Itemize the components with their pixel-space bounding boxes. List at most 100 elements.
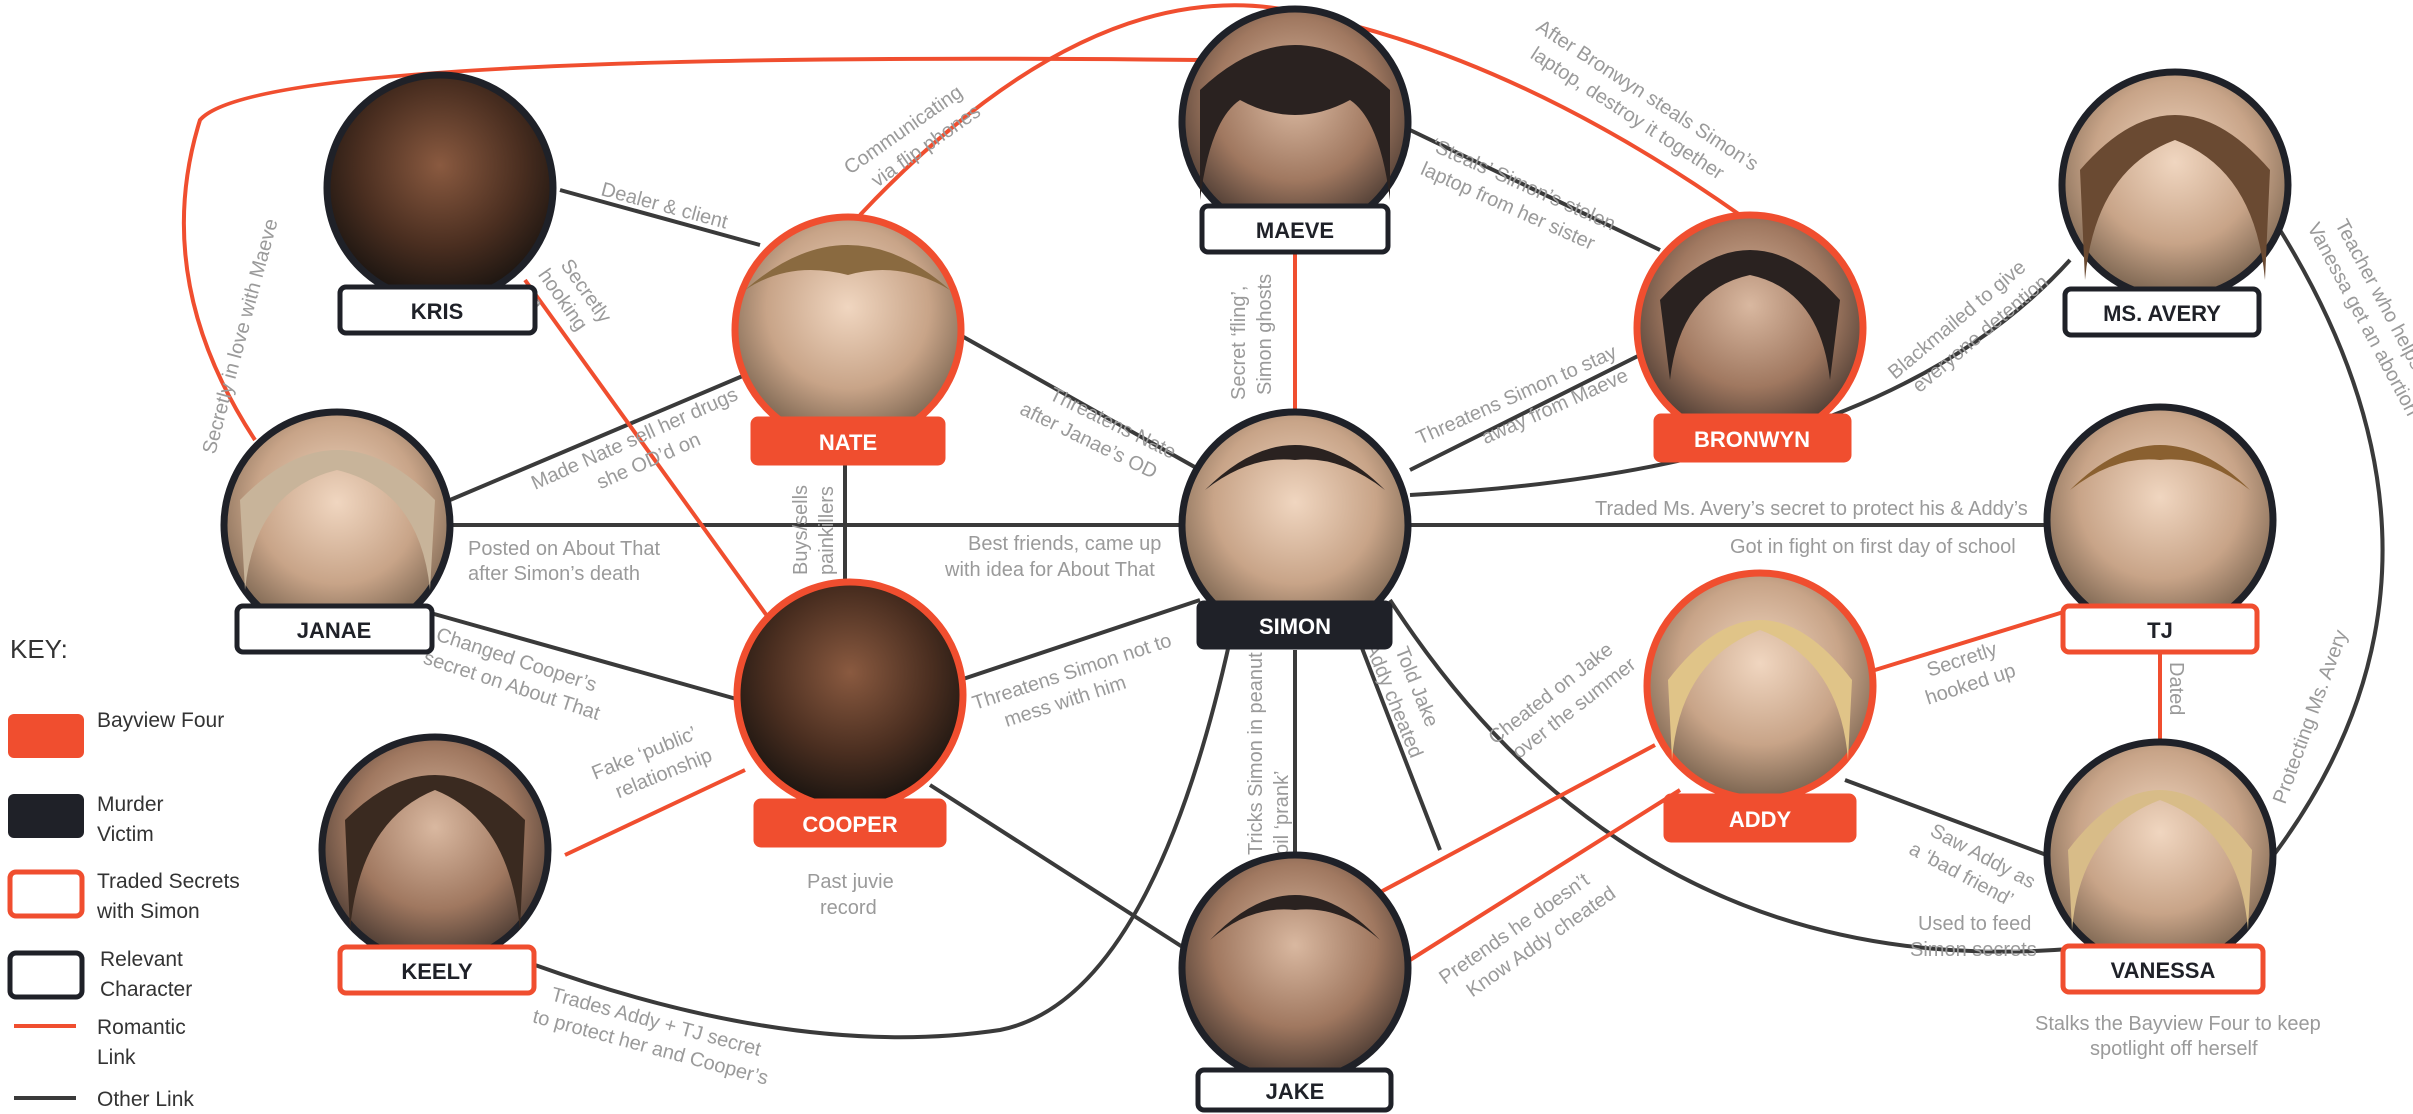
label-best-friends-2: with idea for About That [944, 559, 1155, 581]
hair-janae [240, 450, 435, 590]
nameplate-maeve [1199, 203, 1391, 255]
legend-label-relevant-2: Character [100, 978, 192, 1001]
label-bronwyn-steals-1: After Bronwyn steals Simon’s [1532, 16, 1762, 176]
hair-tj [2070, 445, 2250, 490]
legend-label-romantic-2: Link [97, 1046, 136, 1069]
edge-janae-nate [449, 373, 746, 502]
hair-bronwyn [1660, 250, 1840, 380]
legend-label-murder-victim-1: Murder [97, 793, 164, 816]
label-stalks-1: Stalks the Bayview Four to keep [2035, 1013, 2321, 1035]
node-addy[interactable]: ADDY [1643, 569, 1877, 843]
name-janae: JANAE [297, 618, 372, 643]
legend-title: KEY: [10, 634, 68, 664]
name-jake: JAKE [1266, 1079, 1325, 1104]
legend-label-traded-secrets-1: Traded Secrets [97, 870, 240, 893]
node-simon[interactable]: SIMON [1178, 408, 1412, 650]
legend-swatch-relevant [7, 950, 85, 1000]
nameplate-cooper [753, 798, 947, 848]
portrait-jake [1178, 851, 1412, 1085]
label-tricks-simon-2: oil ‘prank’ [1271, 771, 1293, 855]
nameplate-janae [234, 603, 435, 655]
edge-keely-simon [534, 639, 1232, 1040]
edge-janae-cooper [419, 608, 741, 702]
label-tricks-simon-1: Tricks Simon in peanut [1245, 652, 1267, 855]
hair-keely [345, 775, 525, 930]
node-tj[interactable]: TJ [2043, 403, 2277, 655]
legend-label-murder-victim-2: Victim [97, 823, 154, 846]
portrait-kris [323, 71, 557, 305]
edge-addy-tj [1874, 608, 2071, 672]
legend-swatch-traded-secrets [7, 869, 85, 919]
label-protecting-avery: Protecting Ms. Avery [2269, 627, 2352, 807]
label-past-juvie-1: Past juvie [807, 871, 894, 893]
node-cooper[interactable]: COOPER [733, 578, 967, 848]
label-posted-about-1: Posted on About That [468, 538, 660, 560]
edge-bronwyn-simon [1409, 353, 1641, 472]
label-best-friends-1: Best friends, came up [968, 533, 1161, 555]
name-kris: KRIS [411, 299, 464, 324]
legend-label-traded-secrets-2: with Simon [96, 900, 200, 923]
legend-label-bayview-four: Bayview Four [97, 709, 224, 732]
hair-ms-avery [2080, 115, 2270, 280]
name-tj: TJ [2147, 618, 2173, 643]
name-maeve: MAEVE [1256, 218, 1334, 243]
edge-simon-vanessa [1388, 598, 2111, 954]
name-ms-avery: MS. AVERY [2103, 301, 2221, 326]
node-keely[interactable]: KEELY [318, 733, 552, 996]
label-past-juvie-2: record [820, 897, 877, 919]
node-jake[interactable]: JAKE [1178, 851, 1412, 1113]
nameplate-keely [337, 944, 537, 996]
hair-maeve [1200, 45, 1390, 200]
node-vanessa[interactable]: VANESSA [2043, 738, 2277, 995]
node-ms-avery[interactable]: MS. AVERY [2058, 68, 2292, 338]
label-buys-sells-1: Buys/sells [790, 485, 812, 575]
node-maeve[interactable]: MAEVE [1178, 5, 1412, 255]
edge-simon-jake-told [1353, 629, 1442, 851]
hair-vanessa [2068, 790, 2252, 930]
legend: KEY: Bayview Four Murder Victim Traded S… [7, 634, 240, 1111]
hair-jake [1210, 895, 1380, 940]
edge-avery-vanessa [2268, 228, 2385, 862]
nameplate-addy [1663, 793, 1857, 843]
label-stalks-2: spotlight off herself [2090, 1038, 2258, 1060]
name-cooper: COOPER [802, 812, 897, 837]
edges [181, 3, 2385, 1040]
name-addy: ADDY [1729, 807, 1792, 832]
nameplate-bronwyn [1653, 413, 1852, 463]
nameplate-nate [750, 416, 946, 466]
label-secret-fling-1: Secret ‘fling’, [1228, 286, 1250, 401]
name-simon: SIMON [1259, 614, 1331, 639]
portrait-cooper [733, 578, 967, 812]
label-buys-sells-2: painkillers [816, 486, 838, 575]
nameplate-ms-avery [2062, 286, 2262, 338]
edge-addy-jake [1374, 743, 1656, 897]
edge-addy-vanessa [1844, 778, 2061, 862]
node-janae[interactable]: JANAE [220, 408, 454, 655]
legend-swatch-bayview-four [8, 714, 84, 758]
label-posted-about-2: after Simon’s death [468, 563, 640, 585]
legend-label-other: Other Link [97, 1088, 194, 1111]
hair-simon [1205, 445, 1385, 490]
node-nate[interactable]: NATE [731, 213, 965, 466]
name-bronwyn: BRONWYN [1694, 427, 1810, 452]
nameplate-simon [1196, 600, 1393, 650]
edge-maeve-bronwyn-steals [1409, 128, 1661, 252]
edge-cooper-jake [928, 783, 1197, 957]
portrait-tj [2043, 403, 2277, 637]
node-kris[interactable]: KRIS [323, 71, 557, 336]
name-nate: NATE [819, 430, 877, 455]
edge-kris-nate [559, 188, 761, 247]
label-bronwyn-steals-2: laptop, destroy it together [1527, 43, 1729, 185]
label-traded-avery: Traded Ms. Avery’s secret to protect his… [1595, 498, 2028, 520]
legend-label-romantic-1: Romantic [97, 1016, 186, 1039]
legend-label-relevant-1: Relevant [100, 948, 183, 971]
node-bronwyn[interactable]: BRONWYN [1633, 211, 1867, 463]
hair-nate [745, 245, 950, 290]
edge-janae-maeve [181, 56, 1201, 442]
nameplate-kris [337, 284, 538, 336]
nameplate-tj [2060, 603, 2260, 655]
label-dated: Dated [2165, 662, 2187, 715]
name-vanessa: VANESSA [2111, 958, 2216, 983]
name-keely: KEELY [401, 959, 473, 984]
